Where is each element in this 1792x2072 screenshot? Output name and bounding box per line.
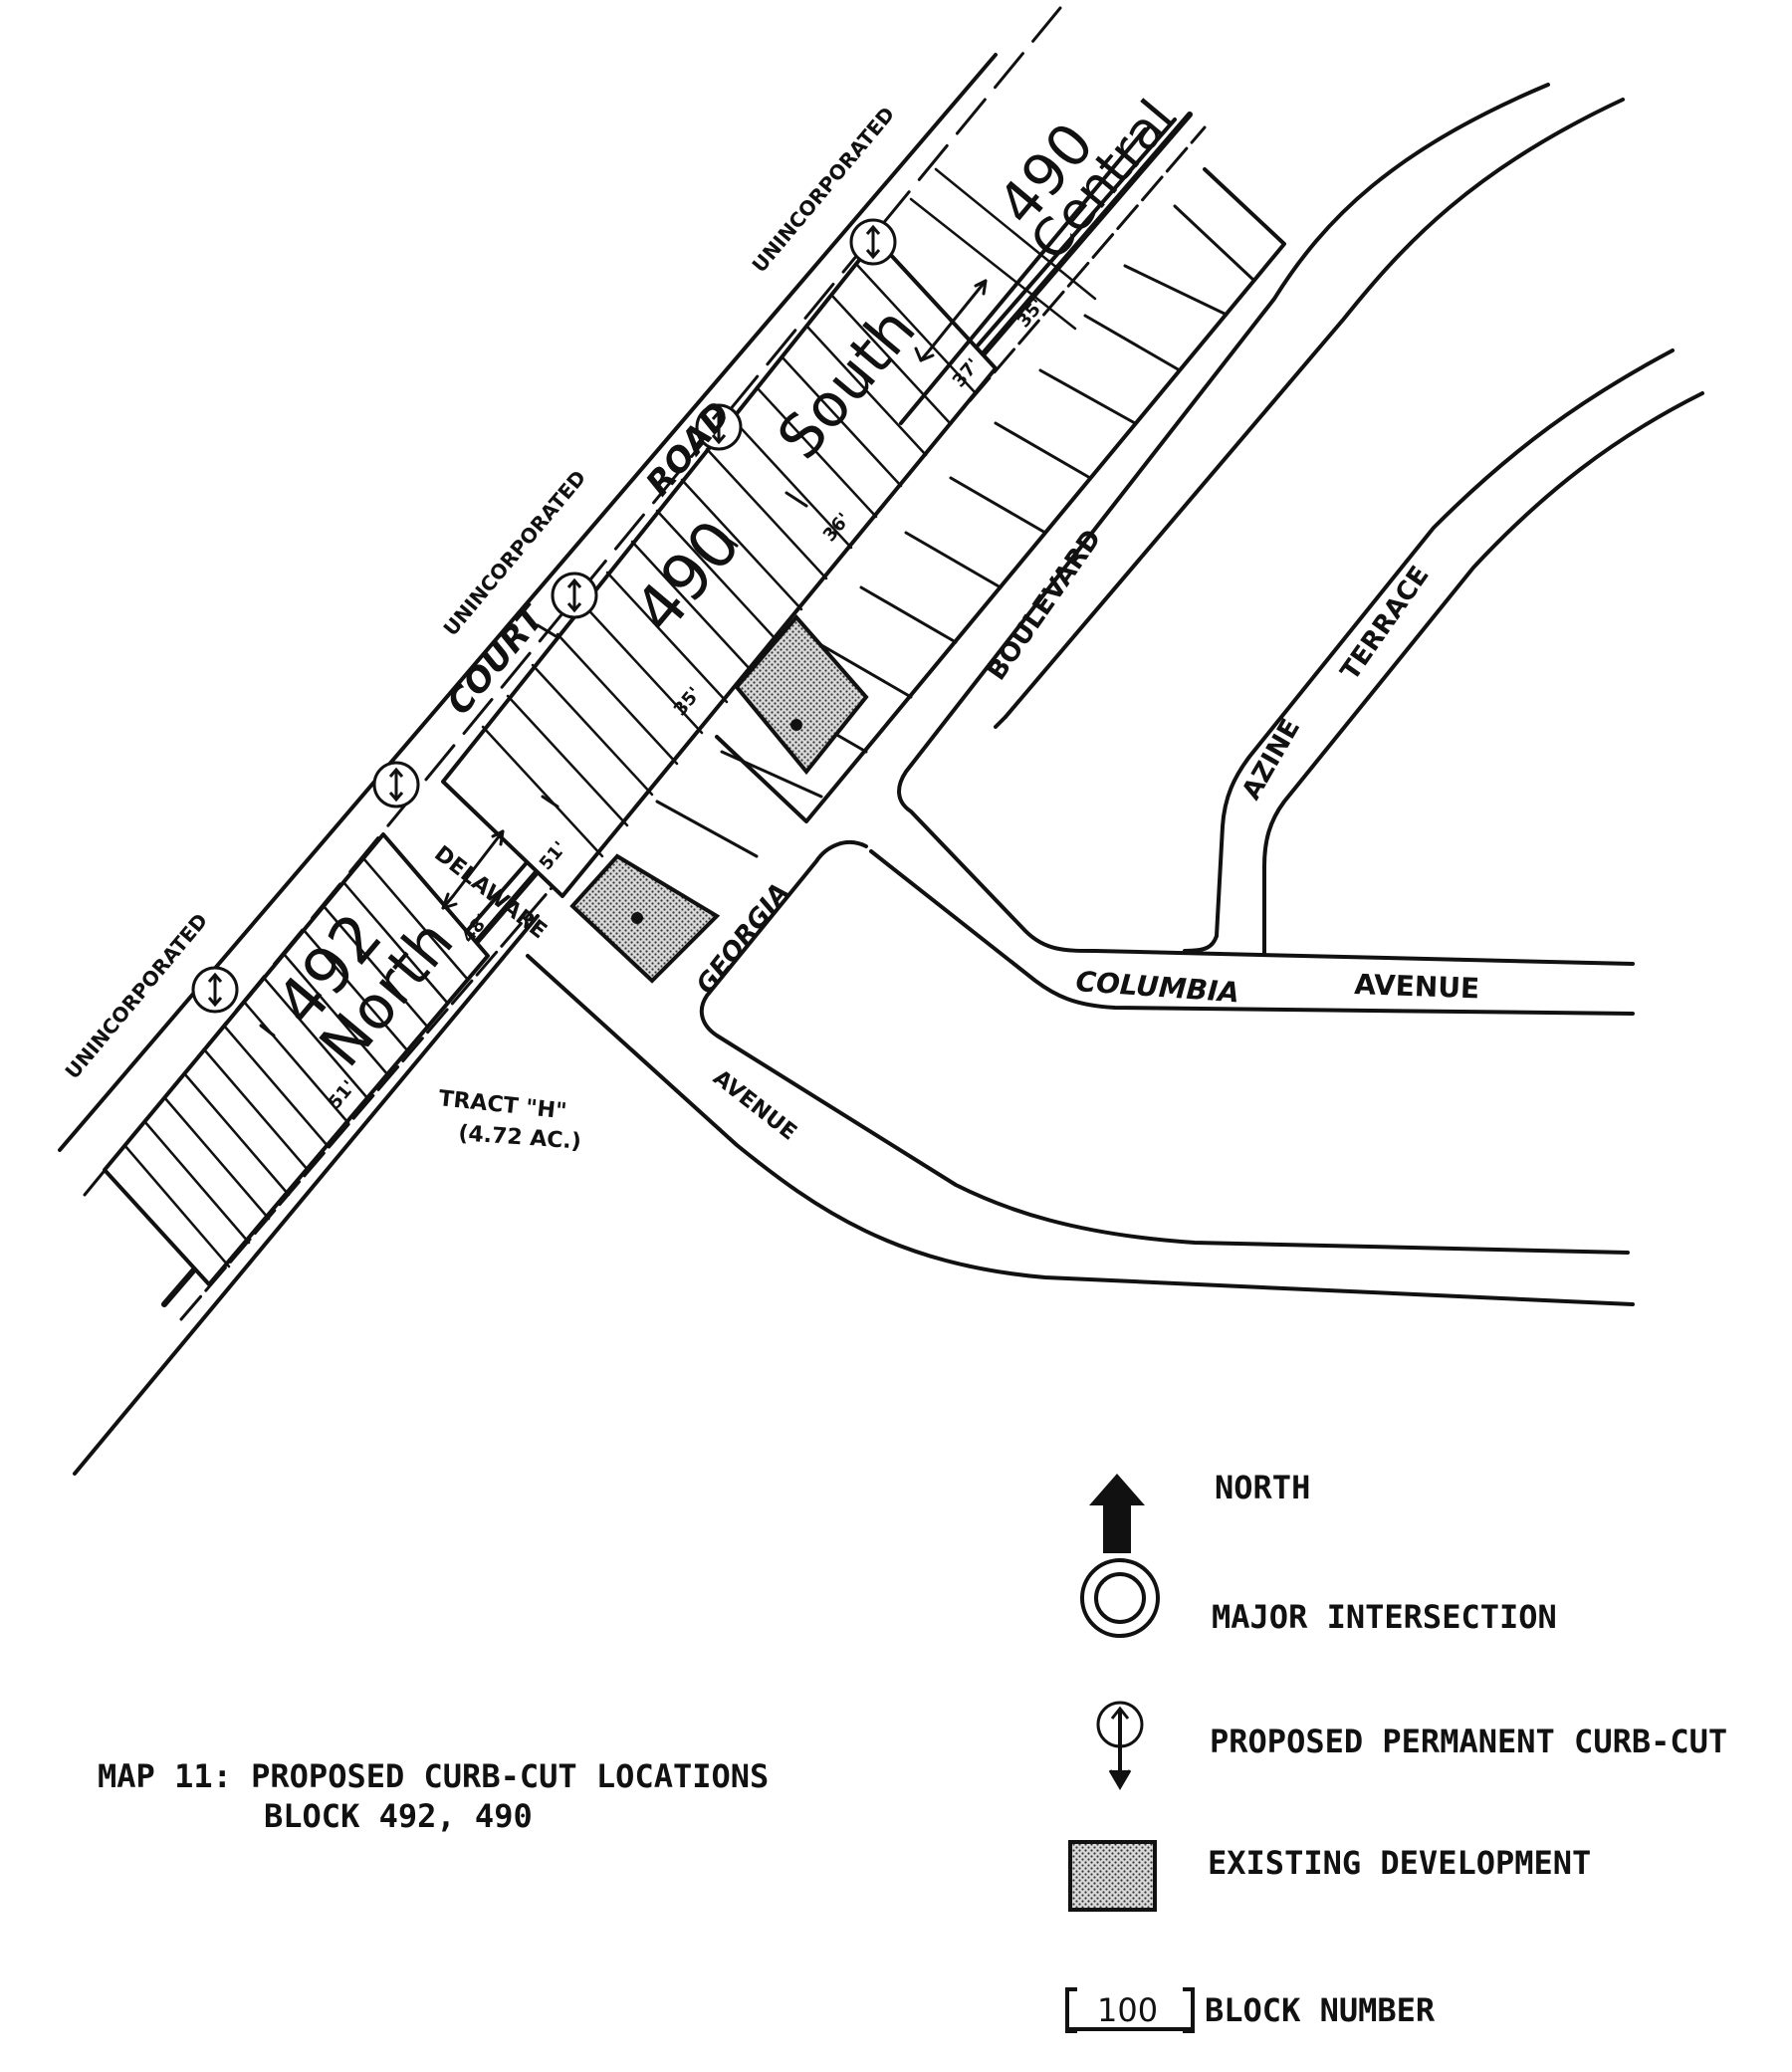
legend-block-number-label: BLOCK NUMBER [1205,1991,1436,2029]
tract-label-line2: (4.72 AC.) [458,1121,582,1155]
map-title-line1: MAP 11: PROPOSED CURB-CUT LOCATIONS [98,1757,769,1795]
street-label-terrace: TERRACE [1335,561,1436,686]
curb-cut-icon [372,761,420,808]
legend-north-label: NORTH [1215,1469,1310,1506]
legend: NORTH MAJOR INTERSECTION PROPOSED PERMAN… [1065,1469,1727,2033]
block-490-south [441,127,1147,898]
curb-cut-icon [551,572,598,619]
curb-cut-icon [849,218,897,266]
tract-label-line1: TRACT "H" [437,1086,567,1124]
tract-label: TRACT "H" (4.72 AC.) [437,1086,581,1155]
street-label-boulevard: BOULEVARD [982,524,1107,686]
curb-cut-arrows [259,279,988,1037]
boulevard-and-avenues [526,83,1704,1306]
block-number-icon: 100 [1065,1987,1195,2033]
curb-cut-icon [191,966,239,1014]
existing-development-icon [1068,1840,1157,1912]
block-492-north [103,832,490,1286]
existing-development-parcels [569,613,869,984]
map-title-line2: BLOCK 492, 490 [264,1797,533,1835]
map-title: MAP 11: PROPOSED CURB-CUT LOCATIONS BLOC… [98,1757,769,1835]
street-label-georgia: GEORGIA [691,878,795,1001]
legend-major-intersection-label: MAJOR INTERSECTION [1212,1598,1557,1636]
legend-curb-cut-label: PROPOSED PERMANENT CURB-CUT [1210,1723,1727,1760]
legend-block-sample: 100 [1097,1991,1158,2029]
street-label-columbia-avenue: AVENUE [1354,968,1480,1005]
north-arrow-icon [1089,1474,1145,1553]
street-label-columbia: COLUMBIA [1075,965,1241,1009]
curb-cut-icon [1096,1701,1144,1790]
legend-existing-development-label: EXISTING DEVELOPMENT [1208,1844,1591,1882]
major-intersection-icon [1080,1558,1160,1638]
